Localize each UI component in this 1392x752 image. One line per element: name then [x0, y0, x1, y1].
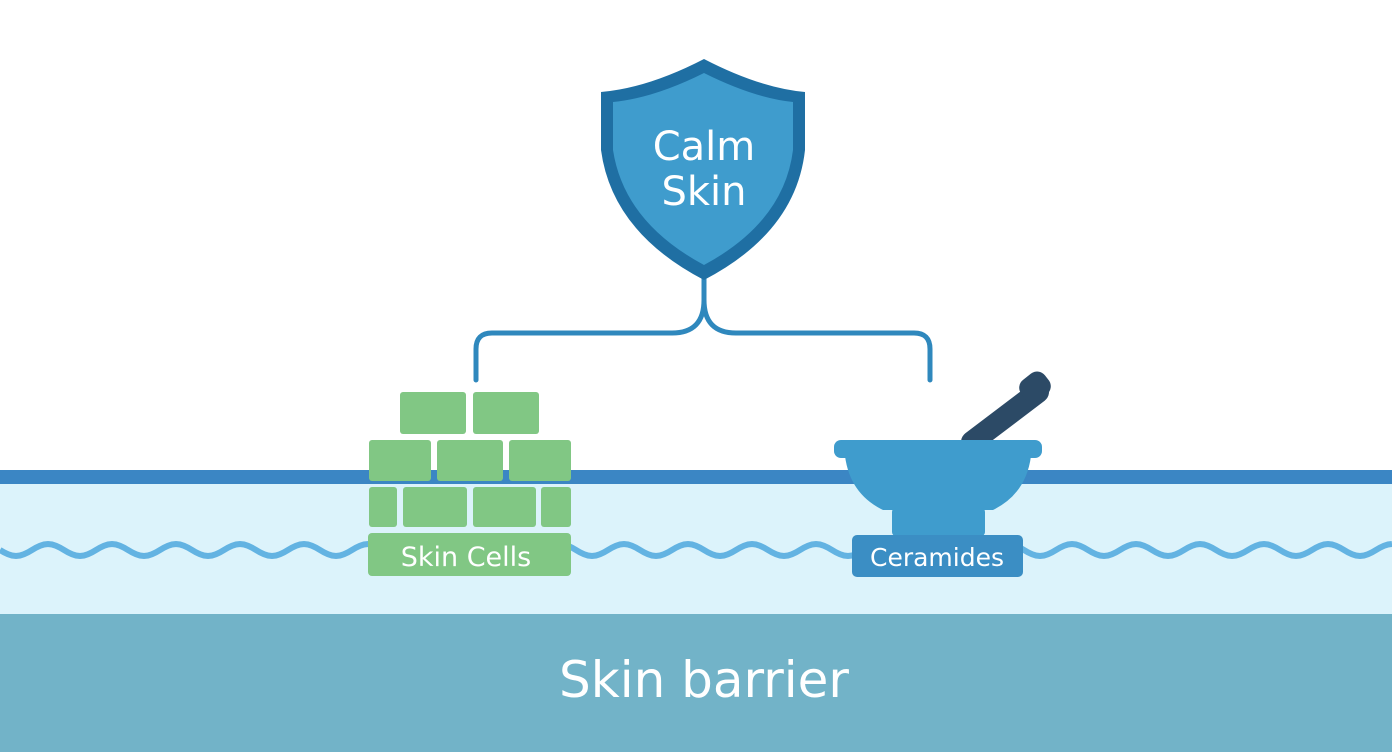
ceramides-label: Ceramides	[870, 543, 1004, 572]
skin-barrier-label: Skin barrier	[559, 651, 849, 709]
skin-cells-label: Skin Cells	[401, 542, 532, 573]
moisture-wave	[0, 540, 1392, 560]
shield-icon	[601, 59, 805, 280]
ceramides-tag	[852, 535, 1023, 577]
mortar-and-pestle-icon	[834, 371, 1051, 536]
shield-label-line1: Calm	[653, 124, 756, 170]
skin-barrier-band	[0, 614, 1392, 752]
surface-line	[0, 470, 1392, 484]
brick-wall-icon	[369, 392, 571, 527]
shield-label-line2: Skin	[661, 169, 746, 215]
connector-line	[473, 275, 933, 383]
skin-cells-tag	[368, 533, 571, 576]
